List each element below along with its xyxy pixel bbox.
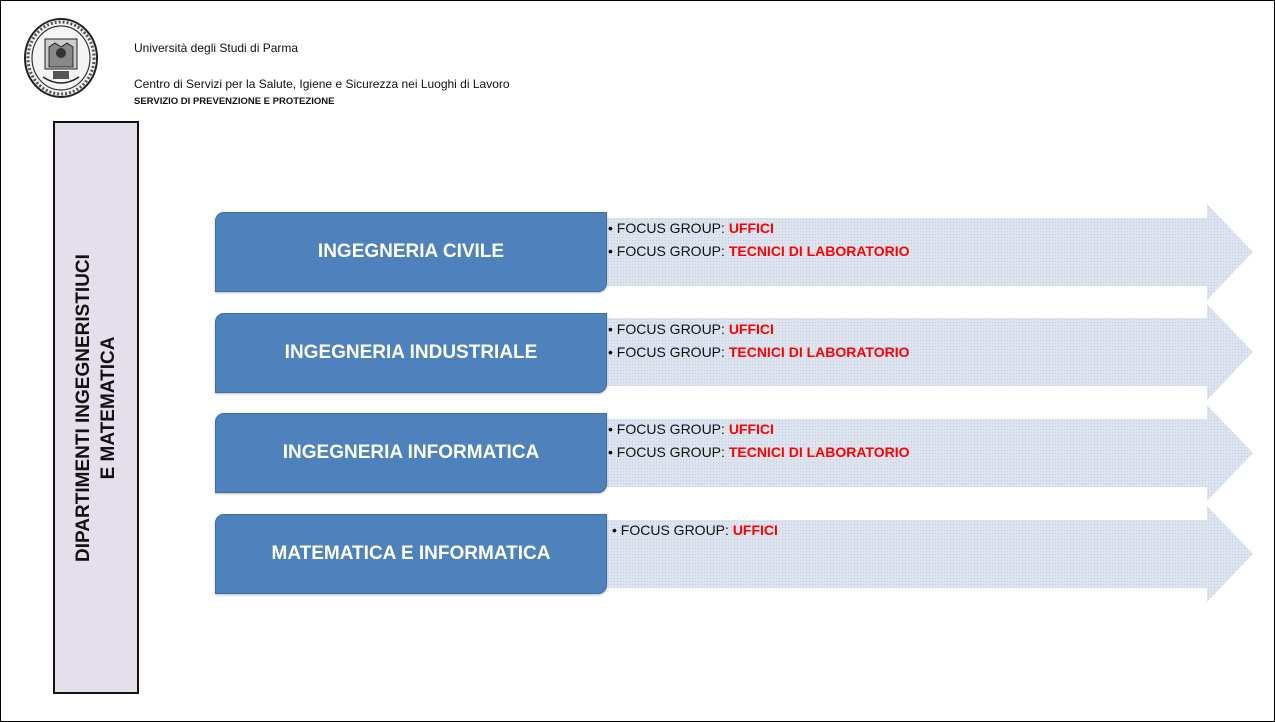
department-box: MATEMATICA E INFORMATICA (215, 514, 607, 594)
arrow-shape (599, 204, 1253, 300)
focus-group-list: • FOCUS GROUP: UFFICI• FOCUS GROUP: TECN… (608, 418, 910, 464)
focus-group-prefix: • FOCUS GROUP: (608, 220, 729, 236)
centre-name: Centro di Servizi per la Salute, Igiene … (134, 77, 510, 91)
department-box: INGEGNERIA CIVILE (215, 212, 607, 292)
focus-group-list: • FOCUS GROUP: UFFICI• FOCUS GROUP: TECN… (608, 217, 910, 263)
university-name: Università degli Studi di Parma (134, 41, 299, 55)
focus-group-prefix: • FOCUS GROUP: (608, 344, 729, 360)
arrow-shape (599, 506, 1253, 602)
focus-group-prefix: • FOCUS GROUP: (608, 421, 729, 437)
department-group-title-line1: DIPARTIMENTI INGEGNERISTIUCI (73, 253, 94, 562)
focus-group-name: UFFICI (728, 321, 774, 337)
department-group-title-line2: E MATEMATICA (98, 336, 119, 479)
focus-group-name: TECNICI DI LABORATORIO (728, 243, 910, 259)
department-arrow (599, 506, 1253, 602)
focus-group-name: TECNICI DI LABORATORIO (728, 344, 910, 360)
focus-group-prefix: • FOCUS GROUP: (612, 522, 733, 538)
department-arrow (599, 304, 1253, 400)
focus-group-item: • FOCUS GROUP: UFFICI (608, 217, 910, 240)
focus-group-item: • FOCUS GROUP: TECNICI DI LABORATORIO (608, 441, 910, 464)
focus-group-list: • FOCUS GROUP: UFFICI• FOCUS GROUP: TECN… (608, 318, 910, 364)
department-box: INGEGNERIA INFORMATICA (215, 413, 607, 493)
department-group-label: DIPARTIMENTI INGEGNERISTIUCI E MATEMATIC… (53, 121, 139, 694)
department-arrow (599, 405, 1253, 501)
focus-group-item: • FOCUS GROUP: UFFICI (612, 519, 778, 542)
department-arrow (599, 204, 1253, 300)
focus-group-name: UFFICI (728, 220, 774, 236)
focus-group-name: TECNICI DI LABORATORIO (728, 444, 910, 460)
service-name: SERVIZIO DI PREVENZIONE E PROTEZIONE (134, 96, 335, 107)
university-seal-icon (24, 18, 98, 98)
arrow-shape (599, 304, 1253, 400)
focus-group-prefix: • FOCUS GROUP: (608, 444, 729, 460)
focus-group-item: • FOCUS GROUP: UFFICI (608, 318, 910, 341)
focus-group-item: • FOCUS GROUP: TECNICI DI LABORATORIO (608, 341, 910, 364)
focus-group-name: UFFICI (728, 421, 774, 437)
focus-group-name: UFFICI (732, 522, 778, 538)
focus-group-item: • FOCUS GROUP: TECNICI DI LABORATORIO (608, 240, 910, 263)
department-box: INGEGNERIA INDUSTRIALE (215, 313, 607, 393)
focus-group-prefix: • FOCUS GROUP: (608, 243, 729, 259)
focus-group-prefix: • FOCUS GROUP: (608, 321, 729, 337)
focus-group-list: • FOCUS GROUP: UFFICI (612, 519, 778, 542)
focus-group-item: • FOCUS GROUP: UFFICI (608, 418, 910, 441)
arrow-shape (599, 405, 1253, 501)
